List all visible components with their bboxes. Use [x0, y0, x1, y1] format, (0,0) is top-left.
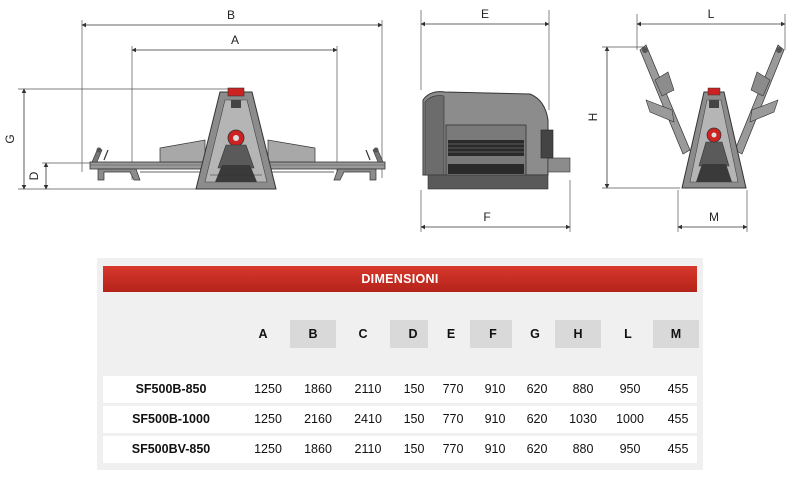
value-l: 950 [619, 442, 641, 456]
value-c: 2110 [354, 382, 382, 396]
column-header-e: E [428, 320, 474, 348]
dimensions-panel: DIMENSIONI A B C D E F G H L M SF500B-85… [97, 258, 703, 470]
value-g: 620 [526, 382, 548, 396]
value-f: 910 [484, 382, 506, 396]
column-header-f: F [470, 320, 516, 348]
value-a: 1250 [254, 442, 282, 456]
dim-label-h: H [586, 113, 600, 122]
column-header-l: L [605, 320, 651, 348]
value-l: 950 [619, 382, 641, 396]
value-e: 770 [442, 412, 464, 426]
side-view-drawing: B A G D [3, 8, 386, 190]
value-d: 150 [403, 412, 425, 426]
dim-label-g: G [3, 134, 17, 143]
value-c: 2110 [354, 442, 382, 456]
value-m: 455 [667, 382, 689, 396]
column-header-g: G [512, 320, 558, 348]
value-c: 2410 [354, 412, 382, 426]
dim-label-f: F [483, 210, 490, 224]
column-header-c: C [340, 320, 386, 348]
value-f: 910 [484, 442, 506, 456]
value-h: 1030 [569, 412, 597, 426]
value-e: 770 [442, 442, 464, 456]
end-view-drawing: L H M [586, 7, 786, 232]
value-f: 910 [484, 412, 506, 426]
value-m: 455 [667, 412, 689, 426]
value-g: 620 [526, 442, 548, 456]
column-header-b: B [290, 320, 336, 348]
value-d: 150 [403, 382, 425, 396]
model-name: SF500BV-850 [131, 442, 211, 456]
column-header-a: A [240, 320, 286, 348]
table-row: SF500BV-850 1250 1860 2110 150 770 910 6… [103, 436, 697, 463]
value-b: 1860 [304, 442, 332, 456]
dimensions-title: DIMENSIONI [103, 266, 697, 292]
value-l: 1000 [616, 412, 644, 426]
value-h: 880 [572, 442, 594, 456]
value-a: 1250 [254, 382, 282, 396]
dim-label-e: E [481, 7, 489, 21]
dim-label-b: B [227, 8, 235, 22]
front-view-drawing: E F [420, 7, 571, 232]
column-header-h: H [555, 320, 601, 348]
model-name: SF500B-1000 [132, 412, 210, 426]
value-b: 2160 [304, 412, 332, 426]
value-b: 1860 [304, 382, 332, 396]
value-d: 150 [403, 442, 425, 456]
value-h: 880 [572, 382, 594, 396]
value-g: 620 [526, 412, 548, 426]
value-m: 455 [667, 442, 689, 456]
value-e: 770 [442, 382, 464, 396]
table-row: SF500B-850 1250 1860 2110 150 770 910 62… [103, 376, 697, 403]
dim-label-d: D [27, 171, 41, 180]
value-a: 1250 [254, 412, 282, 426]
table-header-row: A B C D E F G H L M [97, 258, 703, 358]
technical-drawings: B A G D [3, 7, 786, 232]
table-row: SF500B-1000 1250 2160 2410 150 770 910 6… [103, 406, 697, 433]
dim-label-m: M [709, 210, 719, 224]
column-header-m: M [653, 320, 699, 348]
dim-label-l: L [708, 7, 715, 21]
model-name: SF500B-850 [135, 382, 207, 396]
dim-label-a: A [231, 33, 239, 47]
